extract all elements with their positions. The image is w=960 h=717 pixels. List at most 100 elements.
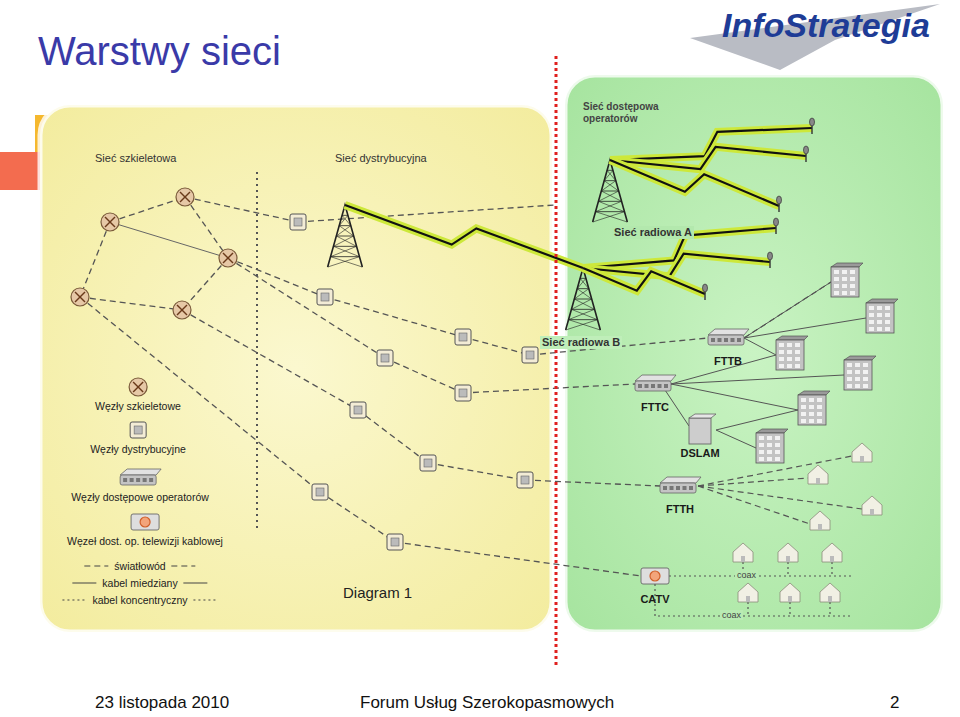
node-icon: [703, 321, 753, 355]
legend-item: Węzeł dost. op. telewizji kablowej: [67, 510, 223, 547]
router-arrow: [105, 217, 115, 227]
window: [885, 313, 890, 317]
tower-brace: [577, 278, 586, 288]
tower-brace: [577, 288, 589, 289]
house-door: [828, 596, 832, 602]
tower-brace: [598, 191, 618, 201]
port: [737, 338, 741, 342]
tower-brace: [333, 246, 356, 247]
distribution-node: [130, 422, 146, 438]
tower-brace: [331, 256, 360, 257]
window: [817, 412, 822, 416]
legend-line: [62, 599, 86, 600]
router-arrow: [177, 305, 187, 315]
window: [767, 443, 772, 447]
window: [779, 364, 784, 368]
legend-text: kabel koncentryczny: [92, 594, 187, 606]
house: [822, 543, 842, 562]
backbone-router: [101, 213, 119, 231]
distribution-node: [317, 289, 333, 305]
tower-brace: [569, 320, 601, 330]
coax-link: [669, 575, 853, 576]
fiber-link: [228, 258, 325, 297]
window: [842, 277, 847, 281]
catv-box: [131, 514, 159, 530]
access-node: CATV: [630, 559, 680, 605]
window: [863, 363, 868, 367]
legend-line-sample: [192, 596, 220, 604]
node-panel: [381, 354, 389, 362]
router-arrow: [180, 192, 190, 202]
node-panel: [294, 218, 302, 226]
radio-link: [610, 147, 806, 169]
house: [810, 511, 830, 530]
fiber-link: [525, 480, 660, 486]
building-top: [831, 263, 863, 267]
node-panel: [354, 406, 362, 414]
tower-brace: [601, 191, 621, 201]
fiber-link: [185, 197, 228, 258]
tower-brace: [333, 246, 359, 256]
router-arrow: [223, 253, 233, 263]
window: [877, 327, 882, 331]
tower-brace: [339, 226, 353, 236]
tower-brace: [596, 212, 628, 222]
window: [767, 457, 772, 461]
window: [869, 320, 874, 324]
legend-line: [184, 582, 208, 583]
fiber-link: [744, 282, 831, 338]
radio-link: [610, 160, 779, 206]
coax-drop: [831, 562, 832, 576]
window: [850, 270, 855, 274]
tower-brace: [574, 299, 591, 300]
tower-brace: [607, 170, 613, 171]
tower-brace: [604, 181, 618, 191]
tower-brace: [328, 257, 360, 267]
house-door: [830, 556, 834, 562]
legend-text: światłowód: [114, 560, 165, 572]
catv-disc: [650, 571, 660, 581]
coax-drop: [787, 562, 788, 576]
tower-brace: [342, 215, 348, 216]
node-panel: [391, 538, 399, 546]
fiber-link: [182, 310, 358, 410]
window: [877, 320, 882, 324]
access-panel: [565, 75, 943, 632]
tower-brace: [596, 201, 622, 211]
window: [850, 277, 855, 281]
window: [847, 384, 852, 388]
house-door: [746, 596, 750, 602]
access-node: FTTH: [655, 469, 705, 515]
dslam-top: [689, 414, 716, 418]
fiber-link: [463, 337, 530, 355]
node-icon: [630, 367, 680, 401]
tower-brace: [569, 319, 598, 320]
window: [847, 377, 852, 381]
copper-link: [671, 375, 844, 384]
building: [756, 433, 784, 463]
window: [817, 405, 822, 409]
coax-drop: [789, 602, 790, 616]
fiber-link: [395, 542, 641, 576]
copper-link: [716, 430, 756, 448]
window: [809, 405, 814, 409]
tower-brace: [571, 299, 591, 309]
coax-label: coax: [735, 570, 758, 580]
coax-label: coax: [720, 610, 743, 620]
fiber-link: [185, 197, 298, 222]
house: [780, 583, 800, 602]
fiber-link: [80, 222, 110, 297]
port: [123, 478, 127, 482]
diagram-label: Diagram 1: [343, 584, 412, 601]
window: [817, 398, 822, 402]
house: [808, 465, 828, 484]
window: [850, 284, 855, 288]
tower-brace: [339, 215, 348, 225]
node-panel: [321, 293, 329, 301]
port: [689, 486, 693, 490]
legend-item: kabel koncentryczny: [60, 594, 219, 606]
tower-brace: [333, 236, 353, 246]
legend-line: [172, 565, 196, 566]
distribution-node: [455, 329, 471, 345]
distribution-node: [377, 350, 393, 366]
